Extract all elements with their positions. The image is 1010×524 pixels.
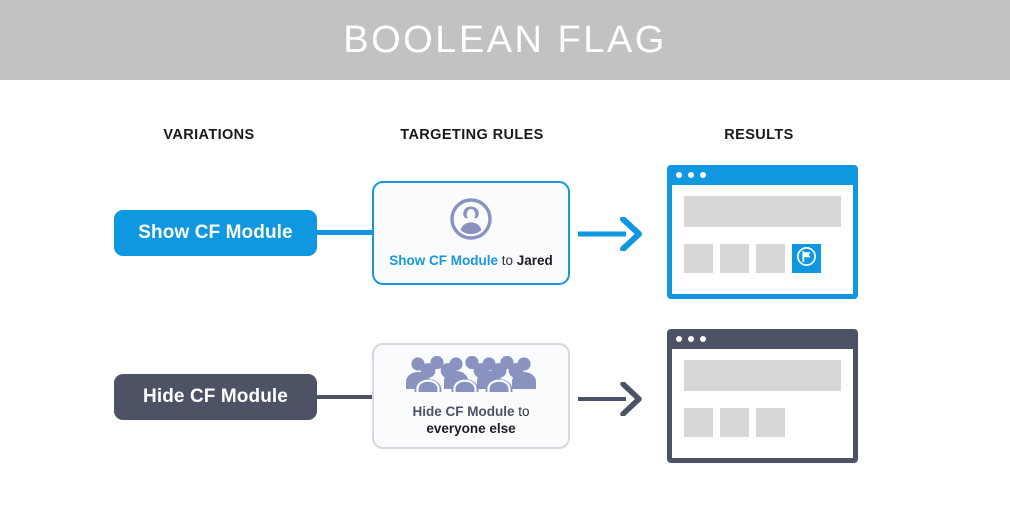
window-dot-icon xyxy=(688,336,694,342)
variation-pill-label: Hide CF Module xyxy=(143,386,288,407)
single-person-icon xyxy=(449,197,493,246)
rule-target-audience: Jared xyxy=(516,253,553,268)
column-header-targeting-rules: TARGETING RULES xyxy=(400,127,544,143)
page-banner: BOOLEAN FLAG xyxy=(0,0,1010,80)
column-headers: VARIATIONS TARGETING RULES RESULTS xyxy=(0,127,1010,149)
window-dot-icon xyxy=(700,172,706,178)
content-tile-placeholder xyxy=(684,244,713,273)
flow-row-hide-cf-module: Hide CF Module xyxy=(0,329,1010,469)
content-tile-row xyxy=(684,244,841,273)
browser-titlebar xyxy=(667,165,858,185)
content-tile-placeholder xyxy=(756,408,785,437)
result-browser-window-with-module xyxy=(667,165,858,299)
rule-connector-word: to xyxy=(497,253,517,268)
browser-content xyxy=(672,349,853,458)
result-browser-window-without-module xyxy=(667,329,858,463)
targeting-rule-text: Show CF Module to Jared xyxy=(381,252,561,269)
content-tile-placeholder xyxy=(720,408,749,437)
flag-circle-icon xyxy=(796,246,817,272)
crowd-of-people-icon xyxy=(404,355,538,397)
content-tile-placeholder xyxy=(684,408,713,437)
variation-pill-show-cf-module[interactable]: Show CF Module xyxy=(114,210,317,256)
connector-line-variation-to-rule xyxy=(316,395,374,399)
browser-content xyxy=(672,185,853,294)
content-placeholder-block xyxy=(684,196,841,227)
flow-row-show-cf-module: Show CF Module Show CF Module to Jared xyxy=(0,165,1010,305)
rule-target-audience: everyone else xyxy=(426,420,516,436)
content-tile-cf-module xyxy=(792,244,821,273)
arrow-rule-to-result xyxy=(578,381,648,417)
column-header-variations: VARIATIONS xyxy=(163,127,255,143)
content-tile-placeholder xyxy=(720,244,749,273)
targeting-rule-card-show-cf-module[interactable]: Show CF Module to Jared xyxy=(372,181,570,285)
content-tile-placeholder xyxy=(756,244,785,273)
window-dot-icon xyxy=(688,172,694,178)
page-title: BOOLEAN FLAG xyxy=(343,18,667,61)
rule-variation-name: Hide CF Module xyxy=(412,403,515,419)
variation-pill-hide-cf-module[interactable]: Hide CF Module xyxy=(114,374,317,420)
window-dot-icon xyxy=(700,336,706,342)
variation-pill-label: Show CF Module xyxy=(138,222,293,243)
column-header-results: RESULTS xyxy=(724,127,794,143)
rule-variation-name: Show CF Module xyxy=(389,253,498,268)
content-placeholder-block xyxy=(684,360,841,391)
content-tile-row xyxy=(684,408,841,437)
window-dot-icon xyxy=(676,336,682,342)
browser-titlebar xyxy=(667,329,858,349)
rule-connector-word: to xyxy=(514,403,530,419)
connector-line-variation-to-rule xyxy=(316,230,374,235)
arrow-rule-to-result xyxy=(578,216,648,252)
window-dot-icon xyxy=(676,172,682,178)
